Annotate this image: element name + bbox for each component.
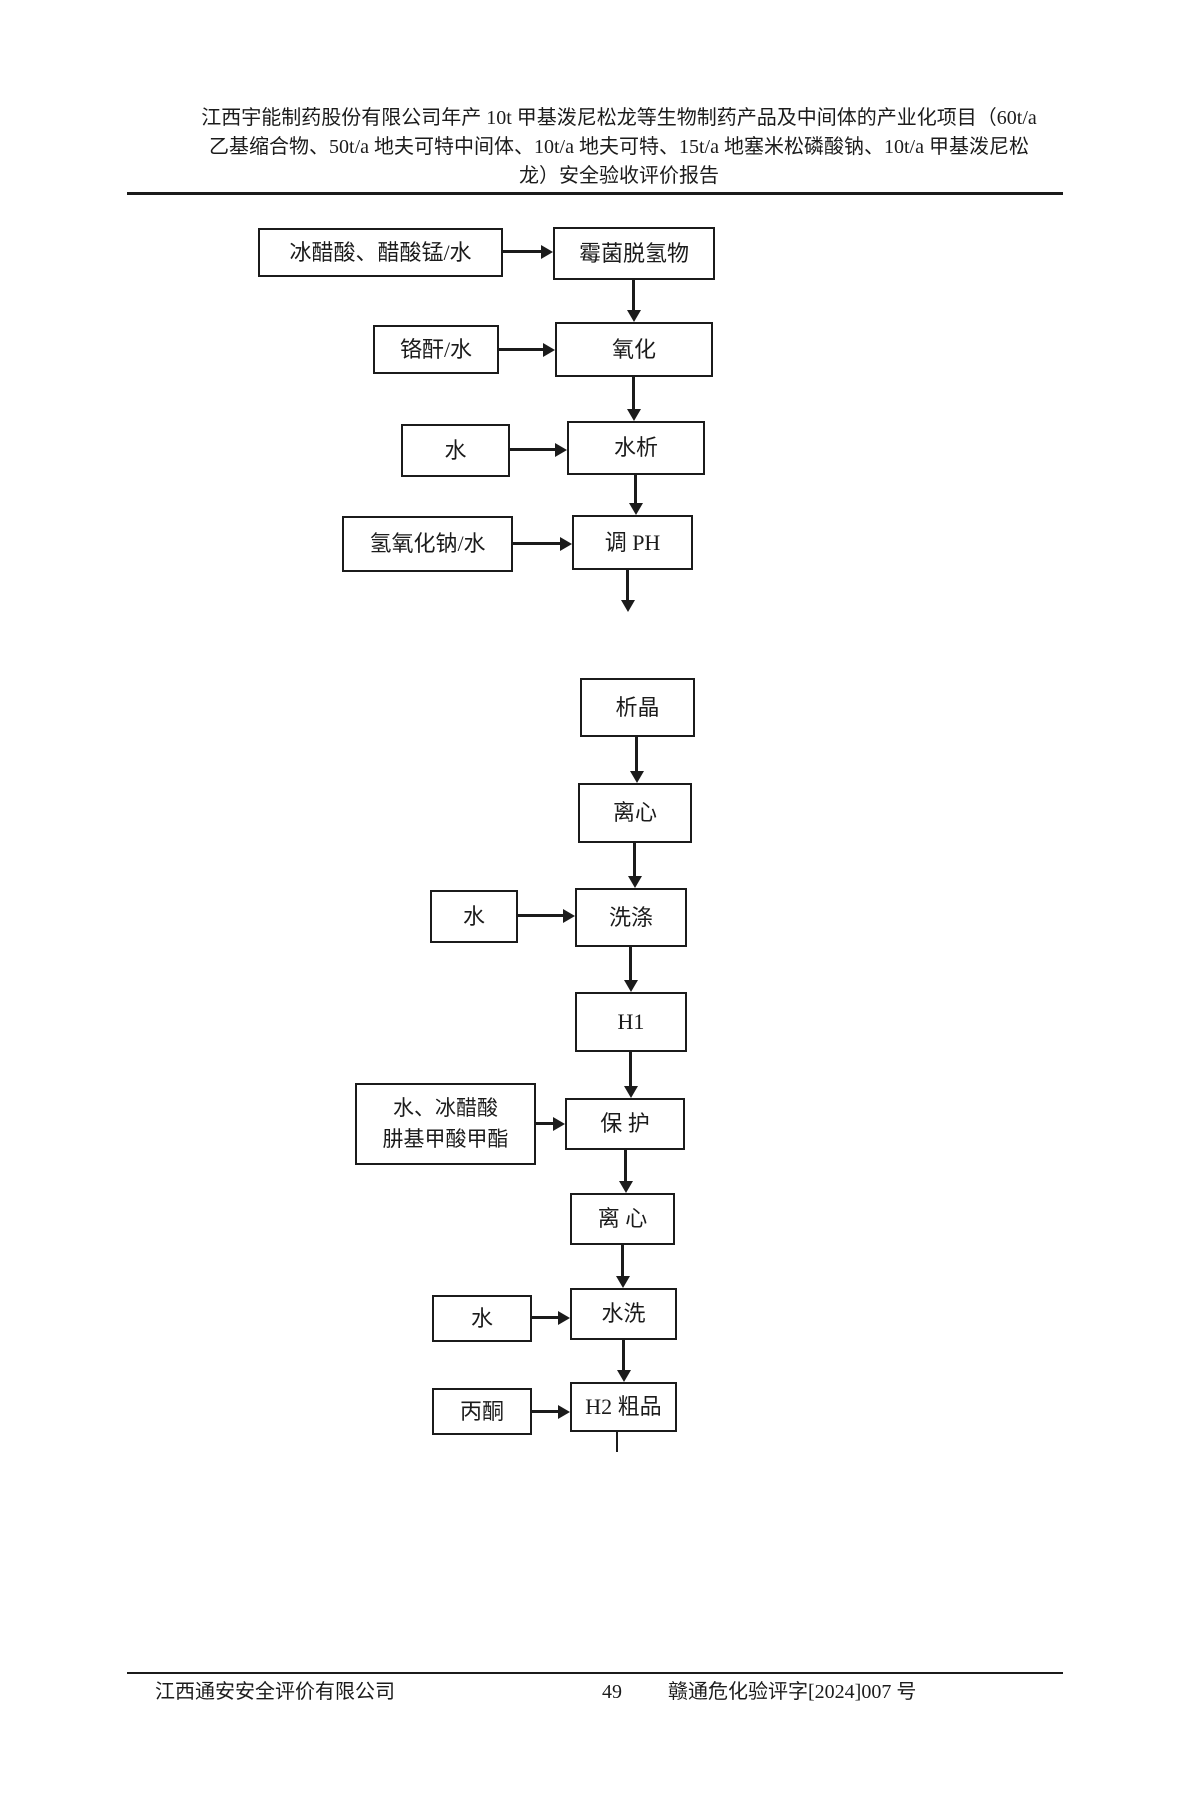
arrow-oxidation-to-precipitation [632, 377, 635, 409]
arrow-hydrazide-to-protection [536, 1122, 553, 1125]
flow-input-acetic-manganese: 冰醋酸、醋酸锰/水 [258, 228, 503, 277]
arrow-precipitation-to-adjustph [634, 475, 637, 503]
arrow-water3-to-waterwash [532, 1316, 558, 1319]
flow-input-sodium-hydroxide: 氢氧化钠/水 [342, 516, 513, 572]
flow-step-protection: 保 护 [565, 1098, 685, 1150]
header-title-line-1: 江西宇能制药股份有限公司年产 10t 甲基泼尼松龙等生物制药产品及中间体的产业化… [201, 107, 1037, 129]
header-title-line-2: 乙基缩合物、50t/a 地夫可特中间体、10t/a 地夫可特、15t/a 地塞米… [209, 136, 1029, 158]
arrow-dehydrogenate-to-oxidation [632, 280, 635, 310]
flow-step-h1: H1 [575, 992, 687, 1052]
page-header: 江西宇能制药股份有限公司年产 10t 甲基泼尼松龙等生物制药产品及中间体的产业化… [168, 104, 1070, 191]
footer-page-number: 49 [602, 1681, 622, 1703]
header-rule [127, 192, 1063, 195]
flow-step-washing: 洗涤 [575, 888, 687, 947]
arrow-acetic-to-dehydrogenate [503, 250, 541, 253]
arrow-protection-to-centrifuge2 [624, 1150, 627, 1181]
arrow-adjustph-down [626, 570, 629, 600]
flow-input-chromic-anhydride: 铬酐/水 [373, 325, 499, 374]
header-title-line-3: 龙）安全验收评价报告 [519, 165, 719, 187]
flow-step-h2-crude: H2 粗品 [570, 1382, 677, 1432]
arrow-washing-to-h1 [629, 947, 632, 980]
flow-step-centrifuge-2: 离 心 [570, 1193, 675, 1245]
footer-rule [127, 1672, 1063, 1674]
flow-input-water-acetic-hydrazide: 水、冰醋酸 肼基甲酸甲酯 [355, 1083, 536, 1165]
arrow-centrifuge2-to-waterwash [621, 1245, 624, 1276]
arrow-crystallization-to-centrifuge1 [635, 737, 638, 771]
flow-step-crystallization: 析晶 [580, 678, 695, 737]
flow-step-water-wash: 水洗 [570, 1288, 677, 1340]
footer-doc-number: 赣通危化验评字[2024]007 号 [668, 1681, 917, 1703]
arrow-waterwash-to-h2crude [622, 1340, 625, 1370]
arrow-centrifuge1-to-washing [633, 843, 636, 876]
flow-step-adjust-ph: 调 PH [572, 515, 693, 570]
flow-input-water-1: 水 [401, 424, 510, 477]
arrow-water2-to-washing [518, 914, 563, 917]
arrow-chromic-to-oxidation [499, 348, 543, 351]
footer-company: 江西通安安全评价有限公司 [155, 1681, 395, 1703]
flow-step-oxidation: 氧化 [555, 322, 713, 377]
arrow-h1-to-protection [629, 1052, 632, 1086]
arrow-water1-to-precipitation [510, 448, 555, 451]
flow-step-water-precipitation: 水析 [567, 421, 705, 475]
flow-input-water-3: 水 [432, 1295, 532, 1342]
arrow-acetone-to-h2crude [532, 1410, 558, 1413]
line-h2crude-continuation [616, 1432, 618, 1452]
flow-input-water-2: 水 [430, 890, 518, 943]
flow-step-mold-dehydrogenate: 霉菌脱氢物 [553, 227, 715, 280]
flow-step-centrifuge-1: 离心 [578, 783, 692, 843]
flow-input-acetone: 丙酮 [432, 1388, 532, 1435]
arrow-naoh-to-adjustph [513, 542, 560, 545]
